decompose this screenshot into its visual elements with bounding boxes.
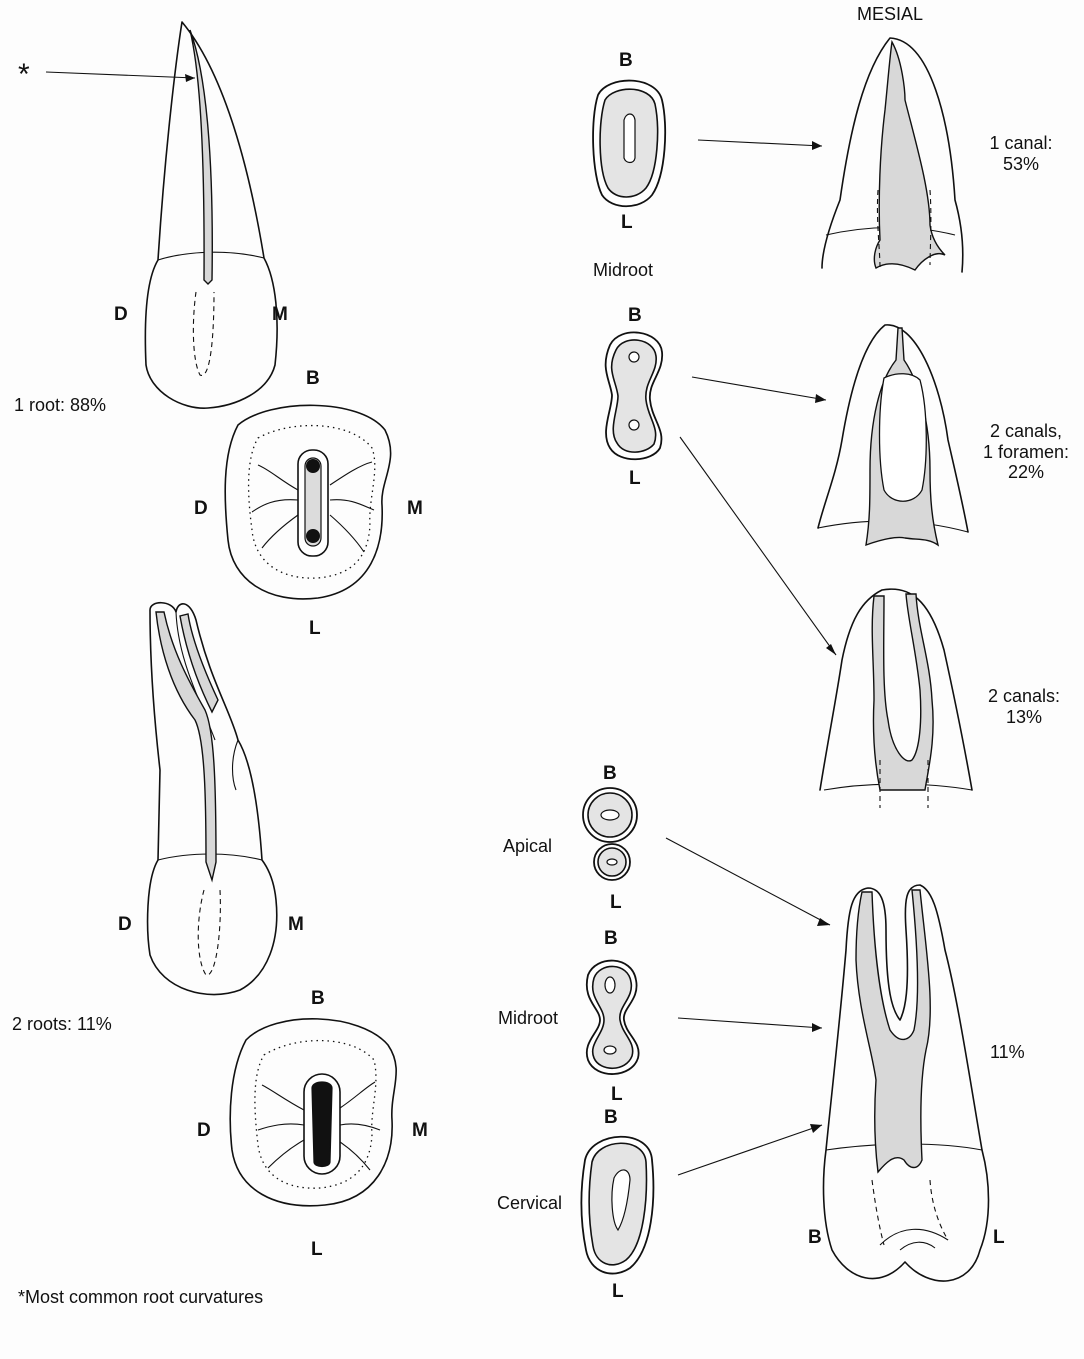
label-mesial-1: M <box>272 304 288 326</box>
two-canals-caption: 2 canals: 13% <box>976 686 1072 727</box>
label-buccal-2: B <box>311 988 325 1010</box>
label-lingual-2: L <box>311 1239 323 1261</box>
midroot-section-3 <box>587 961 639 1074</box>
connector-arrows <box>666 140 836 1175</box>
label-lingual-8: L <box>993 1227 1005 1249</box>
two-canals-caption-line1: 2 canals: <box>976 686 1072 707</box>
cervical-label: Cervical <box>497 1193 562 1214</box>
label-mesial-2: M <box>407 498 423 520</box>
mesial-view-one-canal <box>822 38 963 272</box>
midroot-section-1 <box>593 81 665 207</box>
midroot-section-2 <box>606 332 663 459</box>
cervical-section <box>581 1137 653 1274</box>
mesial-view-two-canals-one-foramen <box>818 325 968 545</box>
two-canals-one-foramen-caption: 2 canals, 1 foramen: 22% <box>970 421 1082 483</box>
label-buccal-1: B <box>306 368 320 390</box>
two-canals-one-foramen-line2: 1 foramen: <box>970 442 1082 463</box>
two-root-tooth-drawing <box>148 603 277 995</box>
label-distal-1: D <box>114 304 128 326</box>
label-lingual-5: L <box>610 892 622 914</box>
label-buccal-4: B <box>628 305 642 327</box>
two-canals-one-foramen-line3: 22% <box>970 462 1082 483</box>
one-canal-caption-line1: 1 canal: <box>976 133 1066 154</box>
label-lingual-3: L <box>621 212 633 234</box>
label-distal-4: D <box>197 1120 211 1142</box>
label-mesial-3: M <box>288 914 304 936</box>
single-root-tooth-drawing <box>145 22 277 408</box>
label-buccal-6: B <box>604 928 618 950</box>
label-distal-3: D <box>118 914 132 936</box>
label-lingual-7: L <box>612 1281 624 1303</box>
mesial-view-two-canals <box>820 589 972 808</box>
midroot-label-2: Midroot <box>498 1008 558 1029</box>
label-mesial-4: M <box>412 1120 428 1142</box>
apical-label: Apical <box>503 836 552 857</box>
two-roots-mesial-percentage: 11% <box>990 1042 1025 1063</box>
one-root-percentage: 1 root: 88% <box>14 395 106 416</box>
two-canals-caption-line2: 13% <box>976 707 1072 728</box>
single-root-occlusal-outline <box>225 405 390 599</box>
label-buccal-7: B <box>604 1107 618 1129</box>
label-lingual-1: L <box>309 618 321 640</box>
label-lingual-6: L <box>611 1084 623 1106</box>
mesial-view-two-roots <box>824 885 989 1281</box>
two-root-occlusal-outline <box>230 1019 396 1206</box>
label-lingual-4: L <box>629 468 641 490</box>
label-buccal-5: B <box>603 763 617 785</box>
one-canal-caption-line2: 53% <box>976 154 1066 175</box>
asterisk-marker: * <box>18 58 30 93</box>
label-buccal-3: B <box>619 50 633 72</box>
midroot-label-1: Midroot <box>593 260 653 281</box>
one-canal-caption: 1 canal: 53% <box>976 133 1066 174</box>
label-buccal-8: B <box>808 1227 822 1249</box>
two-roots-percentage: 2 roots: 11% <box>12 1014 112 1035</box>
two-canals-one-foramen-line1: 2 canals, <box>970 421 1082 442</box>
asterisk-arrow <box>46 72 195 82</box>
label-distal-2: D <box>194 498 208 520</box>
apical-section <box>583 788 637 880</box>
mesial-header: MESIAL <box>857 4 923 25</box>
footnote: *Most common root curvatures <box>18 1287 263 1308</box>
